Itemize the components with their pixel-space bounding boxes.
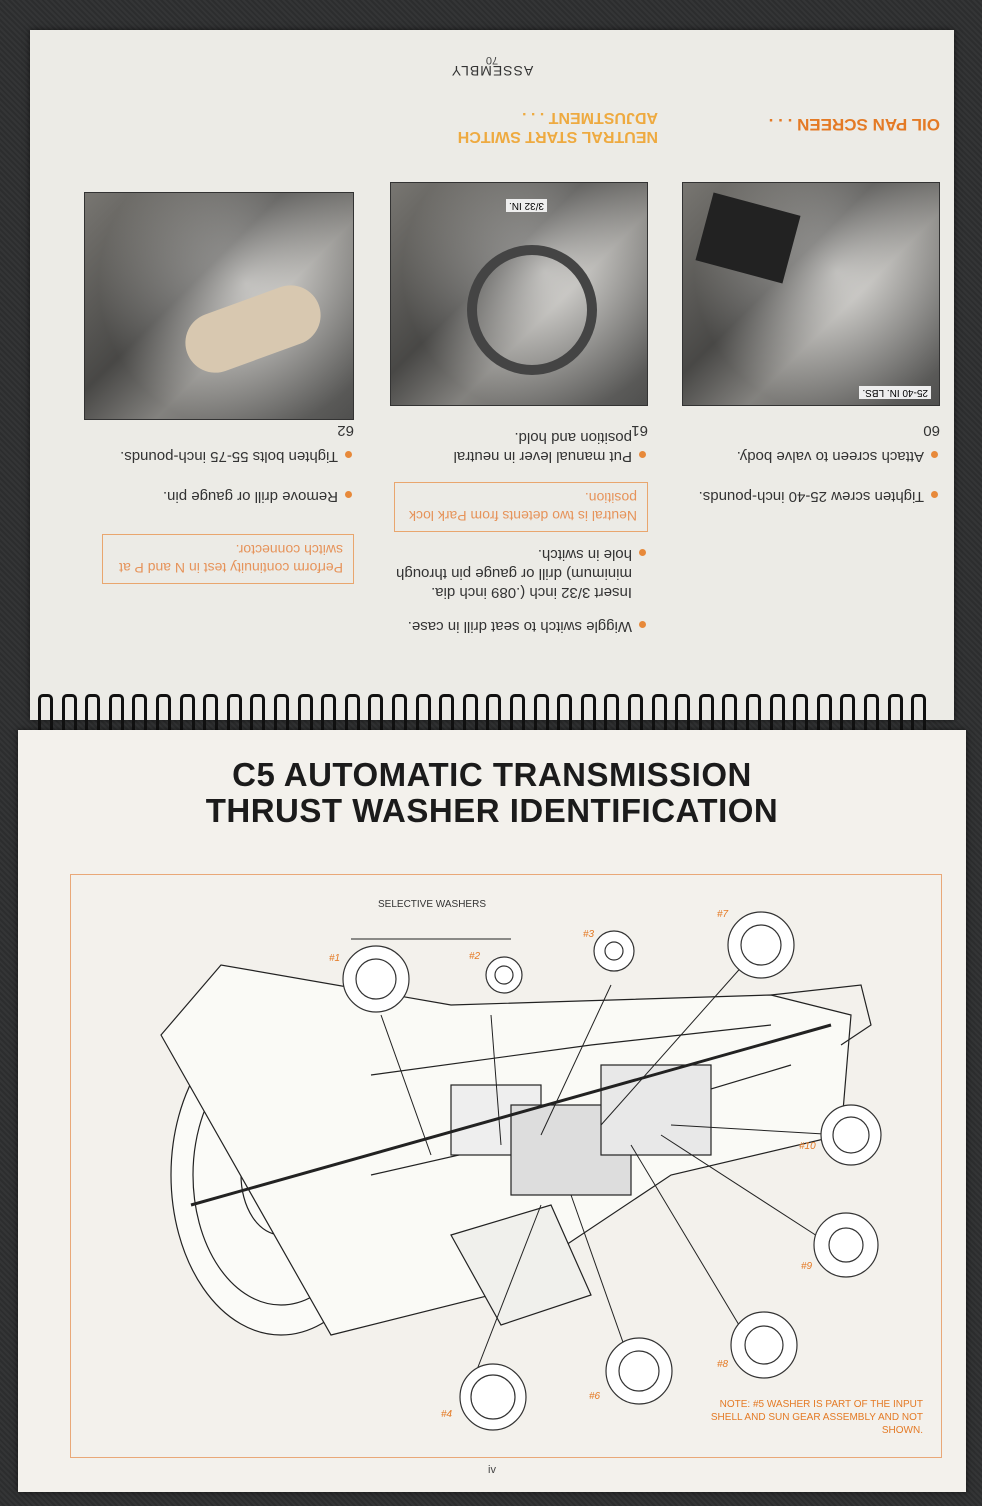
selective-washers-label: SELECTIVE WASHERS	[378, 899, 486, 910]
washer-label: #4	[441, 1409, 453, 1420]
washer-label: #6	[589, 1391, 601, 1402]
diagram-page: C5 AUTOMATIC TRANSMISSION THRUST WASHER …	[18, 730, 966, 1492]
washer-label: #7	[717, 909, 729, 920]
photo-tighten-bolts	[84, 192, 354, 420]
bullet	[931, 491, 938, 498]
title-line-2: THRUST WASHER IDENTIFICATION	[205, 792, 779, 829]
washer-label: #3	[583, 929, 595, 940]
heading-oil-pan: OIL PAN SCREEN . . .	[768, 115, 940, 134]
photo-label-torque: 25-40 IN. LBS.	[859, 386, 931, 399]
bullet	[639, 451, 646, 458]
transmission-diagram	[160, 911, 882, 1431]
step62-bullet2: Remove drill or gauge pin.	[162, 488, 338, 505]
step62-bullet1: Tighten bolts 55-75 inch-pounds.	[120, 448, 338, 465]
callout-lines	[380, 944, 842, 1386]
washer-label: #1	[329, 953, 341, 964]
spiral-binding	[38, 694, 944, 764]
bullet	[639, 621, 646, 628]
page-content-rotated: ASSEMBLY OIL PAN SCREEN . . . NEUTRAL ST…	[30, 30, 954, 720]
photo-torque-converter-hub	[467, 245, 597, 375]
bottom-page-number: iv	[488, 1464, 496, 1476]
photo-oil-pan-screen: 25-40 IN. LBS.	[682, 182, 940, 406]
step-number-62: 62	[337, 422, 354, 439]
washer-note: NOTE: #5 WASHER IS PART OF THE INPUT SHE…	[710, 1399, 923, 1436]
step60-bullet1: Attach screen to valve body.	[736, 448, 924, 465]
title-line-1: C5 AUTOMATIC TRANSMISSION	[232, 756, 752, 793]
step-number-61: 61	[631, 422, 648, 439]
bullet	[639, 549, 646, 556]
top-page-number: 70	[485, 54, 499, 66]
diagram-frame: SELECTIVE WASHERS #1 #2 #3 #4 #6 #7 #8 #…	[70, 874, 942, 1458]
manual-book: ASSEMBLY OIL PAN SCREEN . . . NEUTRAL ST…	[18, 30, 966, 1492]
step60-bullet2: Tighten screw 25-40 inch-pounds.	[698, 488, 924, 505]
step62-note-box: Perform continuity test in N and P at sw…	[102, 534, 354, 584]
bullet	[345, 491, 352, 498]
washer-label: #8	[717, 1359, 729, 1370]
bullet	[931, 451, 938, 458]
transmission-cutaway	[160, 964, 872, 1336]
step61-note-box: Neutral is two detents from Park lock po…	[394, 482, 648, 532]
step61-bullet3: Wiggle switch to seat drill in case.	[407, 618, 632, 635]
step-number-60: 60	[923, 422, 940, 439]
washer-label: #2	[469, 951, 481, 962]
upside-down-page: ASSEMBLY OIL PAN SCREEN . . . NEUTRAL ST…	[30, 30, 954, 720]
step61-bullet1: Put manual lever in neutral position and…	[453, 429, 632, 465]
step61-bullet2: Insert 3/32 inch (.089 inch dia. minimum…	[396, 546, 632, 601]
heading-neutral-switch: NEUTRAL START SWITCH ADJUSTMENT . . .	[457, 109, 658, 145]
washer-label: #9	[801, 1261, 813, 1272]
washer-label: #10	[799, 1141, 816, 1152]
photo-label-drill-size: 3/32 IN.	[505, 199, 547, 212]
washer-icons	[342, 911, 882, 1431]
photo-neutral-switch: 3/32 IN.	[390, 182, 648, 406]
bullet	[345, 451, 352, 458]
